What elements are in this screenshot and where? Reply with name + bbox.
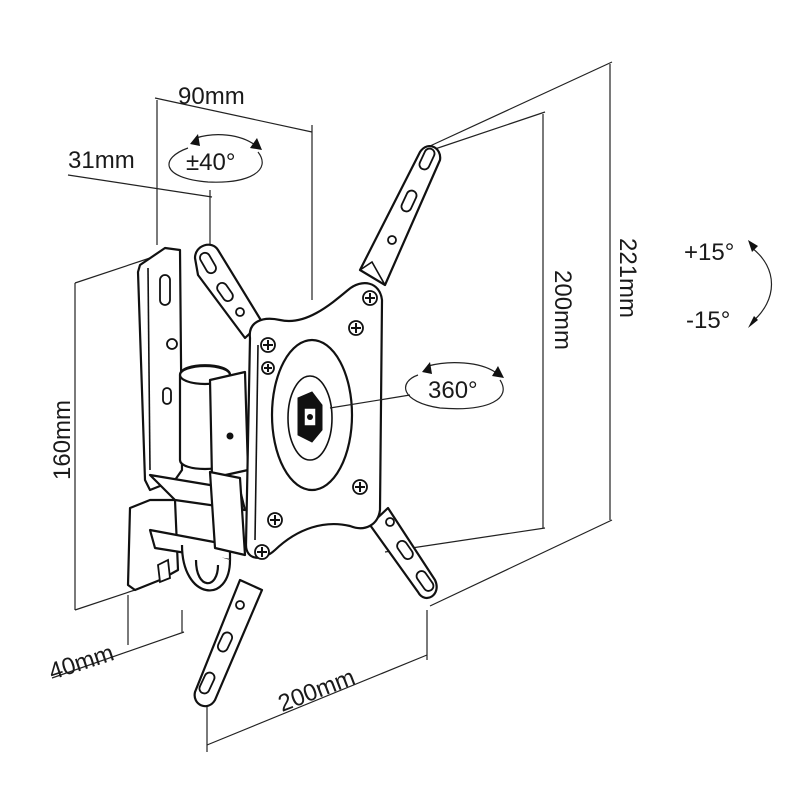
rotation-indicator: 360° [329, 362, 504, 410]
screw-icon [260, 337, 276, 353]
arm-upper-right [358, 145, 442, 287]
arm-lower-left [193, 578, 264, 708]
rotation-hub-icon [297, 391, 323, 443]
label-31mm: 31mm [68, 147, 135, 174]
dimension-90mm: 90mm [154, 83, 313, 300]
swivel-indicator: ±40° [168, 134, 263, 183]
arm-upper-left [193, 243, 264, 340]
label-rotation: 360° [428, 377, 478, 404]
vesa-plate [244, 282, 384, 560]
pivot-arm [178, 364, 250, 592]
label-160mm: 160mm [49, 400, 76, 480]
dimension-221mm: 221mm [429, 61, 641, 607]
dimension-160mm: 160mm [49, 257, 151, 611]
label-swivel: ±40° [186, 149, 235, 176]
label-221mm: 221mm [614, 238, 641, 318]
screw-icon [267, 512, 283, 528]
screw-icon [362, 290, 378, 306]
arm-lower-right [368, 506, 438, 599]
screw-icon [254, 544, 270, 560]
label-200mm-vertical: 200mm [549, 270, 576, 350]
label-200mm-horizontal: 200mm [274, 664, 358, 718]
label-40mm: 40mm [46, 639, 118, 685]
screw-icon [261, 361, 275, 375]
label-tilt-up: +15° [684, 239, 734, 266]
tilt-indicator: +15° -15° [684, 239, 773, 334]
dimension-40mm: 40mm [46, 595, 185, 686]
label-90mm: 90mm [178, 83, 245, 110]
dimension-31mm: 31mm [67, 147, 213, 245]
screw-icon [352, 479, 368, 495]
dimension-200mm-vertical: 200mm [384, 111, 576, 553]
screw-icon [348, 320, 364, 336]
label-tilt-down: -15° [686, 307, 730, 334]
